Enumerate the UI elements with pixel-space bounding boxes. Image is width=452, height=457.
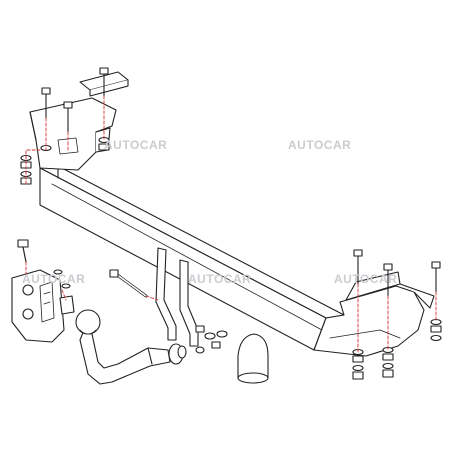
right-mounting-bracket bbox=[313, 271, 435, 357]
left-mounting-bracket bbox=[29, 71, 129, 171]
electrical-socket bbox=[11, 269, 75, 343]
tow-ball bbox=[75, 309, 187, 385]
assembly-guide-lines bbox=[25, 95, 437, 353]
watermark-text: AUTOCAR bbox=[288, 138, 352, 152]
bolt-set bbox=[17, 67, 441, 298]
watermark-text: AUTOCAR bbox=[334, 272, 398, 286]
center-support-brackets bbox=[155, 247, 199, 347]
watermark-text: AUTOCAR bbox=[104, 138, 168, 152]
watermark-text: AUTOCAR bbox=[188, 272, 252, 286]
nut-set bbox=[20, 136, 442, 380]
watermark-text: AUTOCAR bbox=[22, 272, 86, 286]
ball-cover-cap bbox=[237, 333, 269, 384]
